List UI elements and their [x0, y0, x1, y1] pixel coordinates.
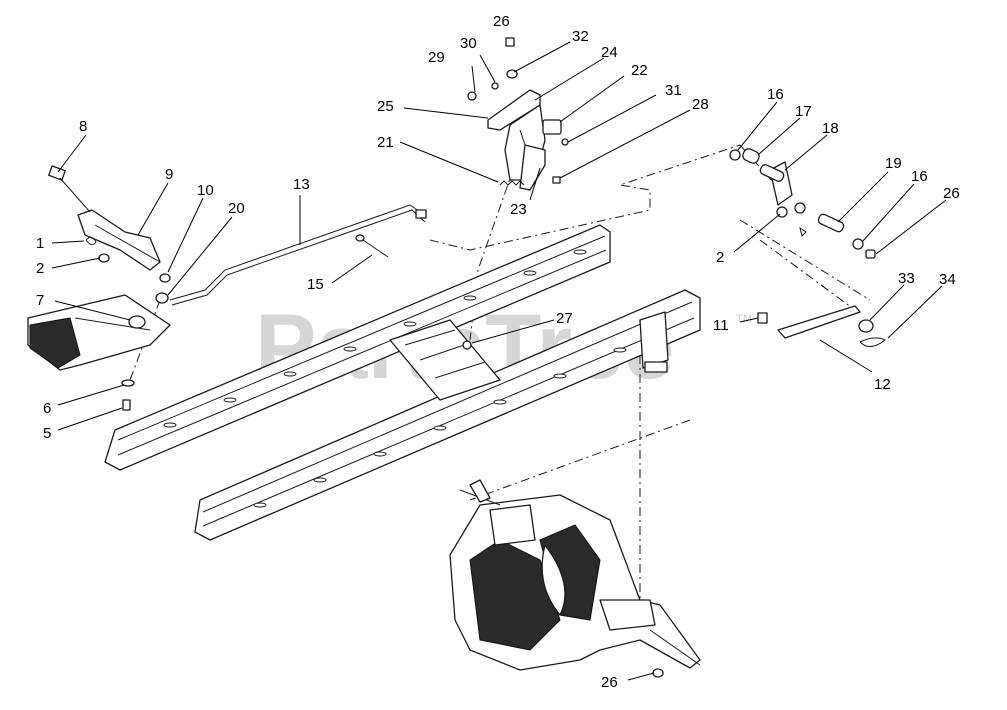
- callout-23: 23: [510, 201, 527, 218]
- callout-5: 5: [43, 425, 51, 442]
- callout-12: 12: [874, 376, 891, 393]
- callout-21: 21: [377, 134, 394, 151]
- callout-8: 8: [79, 118, 87, 135]
- callout-28: 28: [692, 96, 709, 113]
- callout-1: 1: [36, 235, 44, 252]
- rail-bracket: [639, 311, 669, 373]
- callout-16-right: 16: [911, 168, 928, 185]
- callout-22: 22: [631, 62, 648, 79]
- transaxle: [449, 479, 701, 678]
- callout-33: 33: [898, 270, 915, 287]
- callout-11: 11: [713, 317, 729, 334]
- callout-19: 19: [885, 155, 902, 172]
- callout-13: 13: [293, 176, 310, 193]
- callout-34: 34: [939, 271, 956, 288]
- callout-24: 24: [601, 44, 618, 61]
- callout-29: 29: [428, 49, 445, 66]
- callout-31: 31: [665, 82, 682, 99]
- callout-26-top: 26: [493, 13, 510, 30]
- watermark-tm: TM: [736, 313, 752, 325]
- callout-9: 9: [165, 166, 173, 183]
- leader-lines: [51, 41, 947, 681]
- callout-26-right: 26: [943, 185, 960, 202]
- callout-20: 20: [228, 200, 245, 217]
- right-linkage: [729, 148, 876, 259]
- shift-rod: [169, 204, 427, 306]
- pedal-assembly: [27, 165, 171, 411]
- center-bracket-assembly: [462, 37, 569, 350]
- link-bar: [757, 305, 886, 347]
- callout-18: 18: [822, 120, 839, 137]
- callout-25: 25: [377, 98, 394, 115]
- callout-2: 2: [36, 260, 44, 277]
- callout-32: 32: [572, 28, 589, 45]
- callout-26-bottom: 26: [601, 674, 618, 691]
- upper-frame-rail: [104, 224, 611, 471]
- long-bolt: [355, 234, 389, 258]
- cross-member: [389, 319, 501, 401]
- callout-7: 7: [36, 292, 44, 309]
- callout-30: 30: [460, 35, 477, 52]
- callout-6: 6: [43, 400, 51, 417]
- callout-labels: 8 9 10 20 1 2 7 6 5 13 15 26 30 32 29 24…: [36, 13, 960, 691]
- callout-17: 17: [795, 103, 812, 120]
- callout-10: 10: [197, 182, 214, 199]
- lower-frame-rail: [194, 289, 701, 541]
- callout-16-top: 16: [767, 86, 784, 103]
- callout-27: 27: [556, 310, 573, 327]
- callout-15: 15: [307, 276, 324, 293]
- callout-2-right: 2: [716, 249, 724, 266]
